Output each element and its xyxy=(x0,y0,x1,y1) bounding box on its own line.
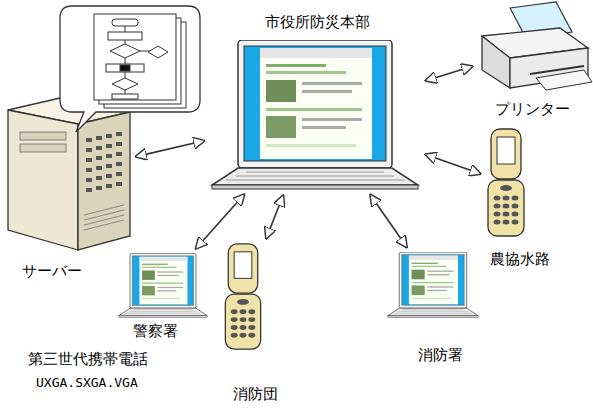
device-node: 警察署 xyxy=(118,253,208,318)
flowchart-callout xyxy=(112,78,138,90)
server-tower xyxy=(106,164,112,168)
server-tower xyxy=(84,220,124,230)
server-tower xyxy=(106,144,112,148)
double-arrow xyxy=(196,194,244,248)
server-tower xyxy=(84,205,124,230)
server-tower xyxy=(20,144,66,152)
device-label: 消防団 xyxy=(233,385,278,403)
device-node: 市役所防災本部 xyxy=(210,40,420,190)
flowchart-callout xyxy=(60,6,200,132)
server-tower xyxy=(96,176,102,180)
laptop-icon xyxy=(388,252,478,317)
device-label: 農協水路 xyxy=(490,250,550,268)
flowchart-callout xyxy=(112,19,138,26)
server-tower xyxy=(116,172,122,176)
flowchart-callout xyxy=(125,72,126,78)
server-tower xyxy=(86,168,92,172)
flowchart-callout xyxy=(125,40,126,44)
phone-icon xyxy=(488,129,524,236)
flowchart-callout xyxy=(106,64,144,72)
printer xyxy=(482,36,510,88)
server-tower xyxy=(84,210,124,220)
laptop-icon xyxy=(119,253,207,317)
device-label: プリンター xyxy=(495,100,570,118)
flowchart-callout xyxy=(106,19,168,99)
server-tower xyxy=(8,110,78,250)
server-tower xyxy=(86,188,92,192)
server-tower xyxy=(86,158,92,162)
flowchart-callout xyxy=(60,6,200,132)
server-tower xyxy=(116,182,122,186)
double-arrow xyxy=(136,141,204,157)
server-tower xyxy=(116,162,122,166)
server-tower xyxy=(86,178,92,182)
laptop-icon xyxy=(212,40,418,189)
printer xyxy=(482,2,592,90)
phone-icon xyxy=(225,244,260,349)
server-tower xyxy=(116,132,122,136)
server-tower xyxy=(116,142,122,146)
server-tower xyxy=(86,148,92,152)
device-node: 農協水路 xyxy=(486,128,526,238)
server-tower xyxy=(84,205,124,215)
server-tower xyxy=(86,132,122,192)
device-node: サーバー xyxy=(5,95,130,250)
flowchart-callout xyxy=(112,94,138,99)
server-tower xyxy=(106,184,112,188)
server-tower xyxy=(96,136,102,140)
device-label: 市役所防災本部 xyxy=(265,13,370,31)
note-label: 第三世代携帯電話 xyxy=(28,350,148,368)
device-node: 消防署 xyxy=(387,252,479,318)
double-arrow xyxy=(426,154,481,173)
device-label: サーバー xyxy=(22,262,82,280)
flowchart-callout xyxy=(94,14,176,100)
server-tower xyxy=(84,215,124,225)
server-tower xyxy=(86,138,92,142)
flowchart-callout xyxy=(110,44,140,58)
server-tower xyxy=(20,132,66,140)
server-tower xyxy=(96,166,102,170)
server-tower xyxy=(106,134,112,138)
flowchart-callout xyxy=(125,26,126,32)
double-arrow xyxy=(370,195,406,247)
server-tower xyxy=(106,154,112,158)
server-tower xyxy=(106,174,112,178)
flowchart-callout xyxy=(125,58,126,64)
server-tower xyxy=(8,98,130,250)
device-node: 消防団 xyxy=(222,243,264,351)
flowchart-callout xyxy=(120,65,130,71)
device-label: 警察署 xyxy=(133,322,178,340)
device-label: 消防署 xyxy=(418,346,463,364)
double-arrow xyxy=(426,66,473,80)
server-tower xyxy=(78,112,130,250)
double-arrow xyxy=(266,196,283,239)
flowchart-callout xyxy=(148,46,168,58)
server-tower xyxy=(96,146,102,150)
server-tower xyxy=(96,156,102,160)
note-label: UXGA.SXGA.VGA xyxy=(36,374,138,392)
printer xyxy=(536,70,592,90)
server-tower xyxy=(96,186,102,190)
device-node: プリンター xyxy=(478,5,588,90)
server-tower xyxy=(116,152,122,156)
flowchart-callout xyxy=(108,32,142,40)
